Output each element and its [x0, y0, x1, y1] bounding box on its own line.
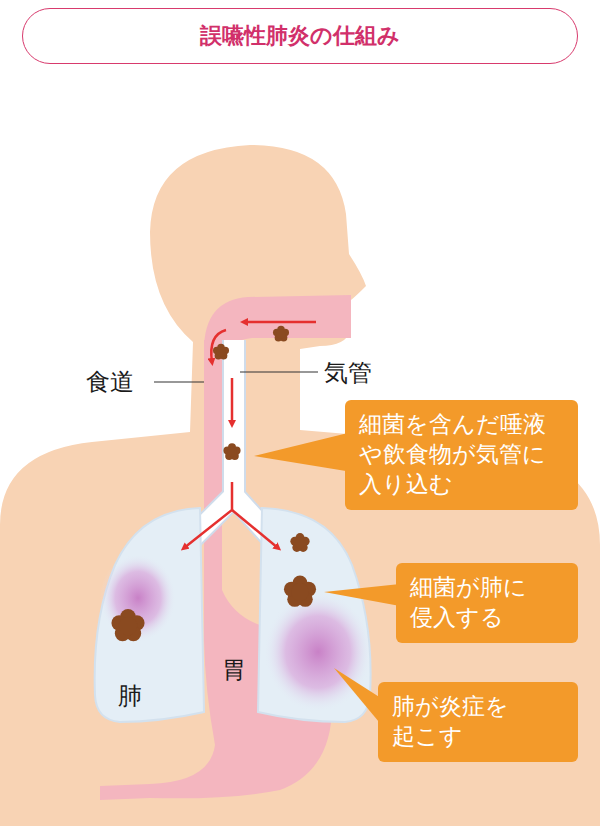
bacteria: [111, 326, 316, 642]
part-label: 食道: [86, 366, 134, 398]
part-label: 胃: [222, 654, 246, 686]
title-text: 誤嚥性肺炎の仕組み: [200, 21, 400, 51]
part-label: 気管: [324, 357, 372, 389]
callout-text: 細菌を含んだ唾液や飲食物が気管に入り込む: [359, 410, 559, 500]
callout-box: 肺が炎症を起こす: [378, 682, 578, 762]
callout-text: 細菌が肺に侵入する: [410, 573, 536, 633]
callout-box: 細菌が肺に侵入する: [396, 563, 578, 643]
callout-box: 細菌を含んだ唾液や飲食物が気管に入り込む: [345, 400, 578, 510]
left-lung: [95, 508, 204, 722]
title-banner: 誤嚥性肺炎の仕組み: [22, 8, 578, 64]
callout-text: 肺が炎症を起こす: [392, 692, 518, 752]
leader-line: [154, 372, 318, 382]
esophagus: [204, 340, 222, 600]
body-silhouette: [0, 145, 600, 826]
inflammation: [100, 554, 176, 642]
flow-arrow: [184, 322, 316, 548]
part-label: 肺: [118, 680, 142, 712]
